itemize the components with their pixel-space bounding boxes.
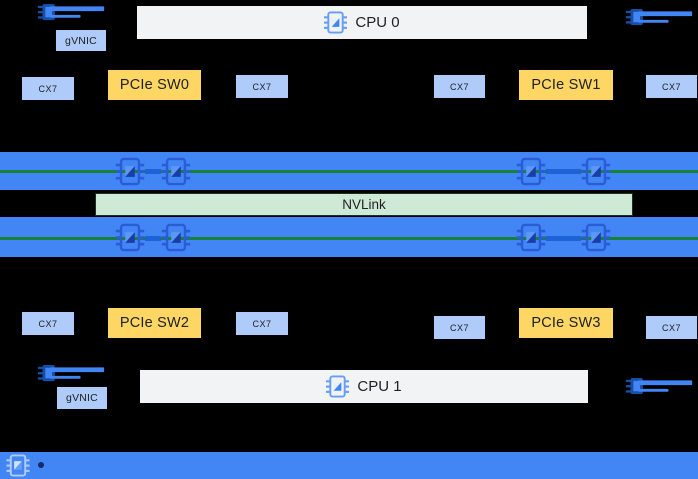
- cx7-label: CX7: [252, 318, 272, 329]
- gpu-bar-bottom: [0, 217, 698, 257]
- nvlink-label: NVLink: [342, 197, 386, 212]
- pcie-sw0-box: PCIe SW0: [108, 70, 201, 100]
- cx7-box-bottom-2: CX7: [236, 312, 288, 335]
- cx7-box-top-4: CX7: [646, 75, 697, 98]
- cx7-box-bottom-3: CX7: [434, 316, 485, 339]
- pcie-sw3-label: PCIe SW3: [531, 315, 601, 331]
- cx7-box-bottom-4: CX7: [646, 316, 697, 339]
- gpu-pair-link: [145, 169, 161, 174]
- pcie-sw2-label: PCIe SW2: [119, 315, 190, 331]
- nic-link-icon-bottom-left: [36, 364, 106, 383]
- cpu1-box: CPU 1: [140, 370, 588, 403]
- nvlink-line: [0, 170, 698, 173]
- gpu-bar-top: [0, 152, 698, 190]
- gpu-pair-link: [145, 236, 161, 241]
- cx7-box-top-3: CX7: [434, 75, 485, 98]
- cx7-label: CX7: [38, 318, 58, 329]
- gpu-pair-link: [546, 169, 581, 174]
- cx7-box-top-1: CX7: [22, 77, 74, 100]
- nic-link-icon-top-left: [36, 3, 106, 22]
- gpu-pair-link: [546, 236, 581, 241]
- cx7-box-bottom-1: CX7: [22, 312, 74, 335]
- gvnic-box-top: gVNIC: [56, 30, 106, 51]
- pcie-sw0-label: PCIe SW0: [119, 77, 190, 93]
- cpu0-label: CPU 0: [355, 14, 400, 31]
- cx7-label: CX7: [252, 81, 272, 92]
- pcie-sw2-box: PCIe SW2: [108, 308, 201, 338]
- offload-bar: [0, 452, 698, 479]
- cx7-label: CX7: [449, 81, 469, 92]
- nic-link-icon-top-right: [624, 8, 694, 27]
- pcie-sw1-label: PCIe SW1: [531, 77, 601, 93]
- cpu0-box: CPU 0: [137, 6, 587, 39]
- gpu-chip-icon: [516, 222, 546, 253]
- cx7-label: CX7: [661, 322, 681, 333]
- pcie-sw3-box: PCIe SW3: [519, 308, 613, 338]
- offload-chip-icon: [6, 453, 30, 478]
- offload-bar-dot: [38, 462, 44, 468]
- gvnic-box-bottom: gVNIC: [57, 387, 107, 409]
- cx7-label: CX7: [38, 83, 58, 94]
- cx7-label: CX7: [449, 322, 469, 333]
- cx7-box-top-2: CX7: [236, 75, 288, 98]
- pcie-sw1-box: PCIe SW1: [519, 70, 613, 100]
- cpu1-label: CPU 1: [357, 378, 402, 395]
- gpu-chip-icon: [516, 156, 546, 187]
- cpu-chip-icon: [324, 10, 347, 35]
- gpu-chip-icon: [581, 222, 611, 253]
- cx7-label: CX7: [661, 81, 681, 92]
- gpu-chip-icon: [581, 156, 611, 187]
- nvlink-line: [0, 237, 698, 240]
- cpu-chip-icon: [326, 374, 349, 399]
- gvnic-label: gVNIC: [66, 392, 98, 404]
- gpu-chip-icon: [115, 156, 145, 187]
- gpu-chip-icon: [161, 156, 191, 187]
- gpu-chip-icon: [161, 222, 191, 253]
- nvlink-bar: NVLink: [95, 193, 633, 216]
- nic-link-icon-bottom-right: [624, 377, 694, 396]
- gvnic-label: gVNIC: [65, 34, 97, 47]
- gpu-chip-icon: [115, 222, 145, 253]
